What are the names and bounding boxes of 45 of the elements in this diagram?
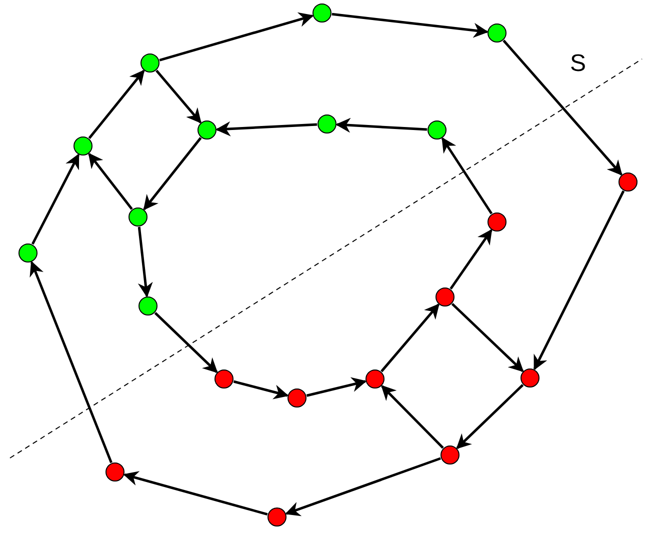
graph-node-circle <box>440 445 460 465</box>
graph-node-circle <box>128 207 148 227</box>
arrow <box>502 40 622 176</box>
arrow <box>123 471 268 516</box>
graph-node-circle <box>73 136 93 156</box>
graph-node-circle <box>487 23 507 43</box>
arrow <box>285 457 441 516</box>
graph-node-circle <box>317 114 337 134</box>
graph-node-circle <box>287 388 307 408</box>
arrow <box>380 303 440 372</box>
graph-node-circle <box>427 120 447 140</box>
arrow <box>233 380 289 400</box>
arrow <box>30 260 112 464</box>
arrow <box>380 385 444 449</box>
graph-node-circle <box>105 462 125 482</box>
graph-node-circle <box>520 368 540 388</box>
arrow <box>88 70 145 139</box>
arrow <box>31 154 80 245</box>
graph-node-circle <box>618 172 638 192</box>
graph-node-circle <box>214 369 234 389</box>
arrow <box>335 118 428 133</box>
arrow <box>154 312 218 374</box>
arrow <box>450 228 492 290</box>
separator-label: S <box>570 52 586 76</box>
arrow <box>332 12 489 38</box>
graph-node-circle <box>267 507 287 527</box>
arrow <box>159 12 314 62</box>
graph-node-circle <box>487 212 507 232</box>
arrow <box>306 377 367 397</box>
arrow <box>88 152 133 210</box>
graph-node-circle <box>435 287 455 307</box>
arrow <box>143 137 202 210</box>
arrow <box>441 137 493 214</box>
graph-node-circle <box>138 296 158 316</box>
arrow <box>138 226 153 298</box>
graph-node-circle <box>365 369 385 389</box>
arrow <box>216 121 318 136</box>
graph-node-circle <box>140 53 160 73</box>
graph-node-circle <box>312 3 332 23</box>
arrow <box>533 190 625 370</box>
graph-node-circle <box>197 120 217 140</box>
graph-node-circle <box>18 243 38 263</box>
arrow <box>156 70 202 124</box>
arrow <box>456 384 524 450</box>
arrow <box>451 303 524 372</box>
